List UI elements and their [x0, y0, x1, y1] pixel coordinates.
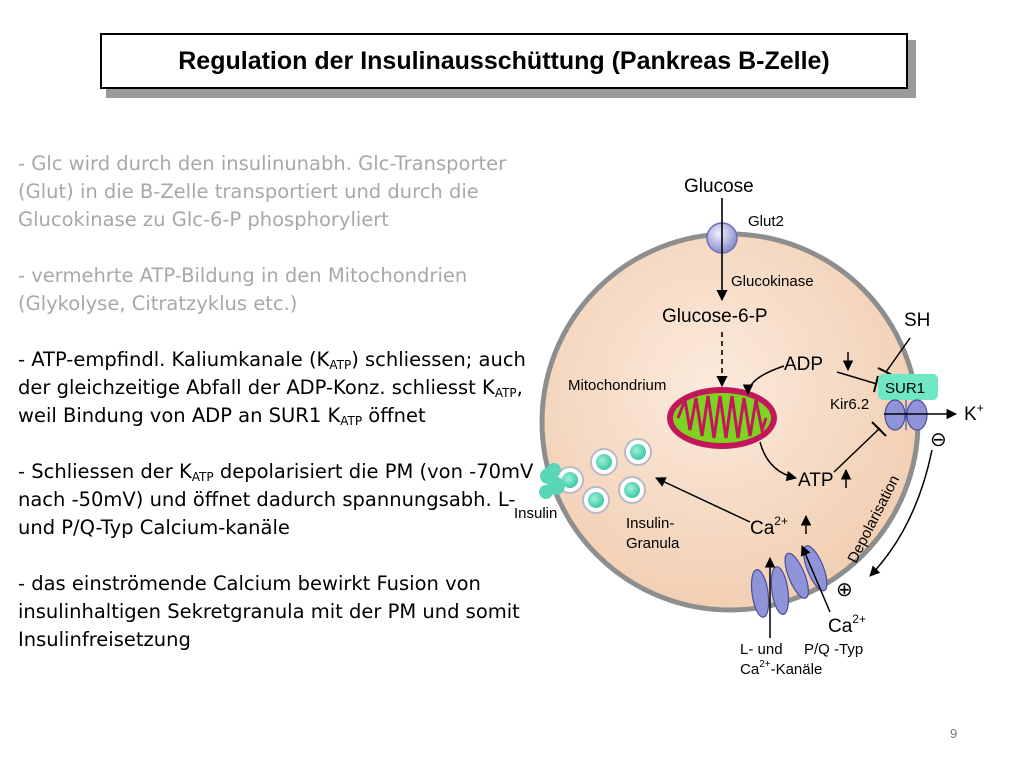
atp-label: ATP [798, 470, 834, 491]
bullet-list: - Glc wird durch den insulinunabh. Glc-T… [18, 150, 540, 682]
ca-inside-label: Ca2+ [750, 514, 788, 539]
adp-to-mito-arrow [742, 365, 785, 396]
glucose-label: Glucose [684, 176, 754, 197]
minus-symbol: ⊖ [930, 429, 947, 451]
glucose6p-label: Glucose-6-P [662, 306, 768, 327]
adp-to-sur1-line [836, 371, 878, 385]
insulin-granules [556, 438, 652, 514]
plus-symbol: ⊕ [836, 579, 853, 601]
channel-caption-line1b: P/Q -Typ [804, 641, 863, 658]
sh-line [885, 337, 911, 373]
insulin-granula-label-line1: Insulin- [626, 515, 674, 532]
mito-to-atp-arrow [759, 441, 798, 482]
title-box: Regulation der Insulinausschüttung (Pank… [100, 33, 908, 89]
mitochondrion [667, 387, 777, 449]
insulin-granula-label-line2: Granula [626, 535, 680, 552]
mitochondrium-label: Mitochondrium [568, 377, 666, 394]
sh-label: SH [904, 310, 930, 331]
beta-cell-diagram: Glucose Glut2 Glucokinase Glucose-6-P Mi… [514, 176, 984, 678]
insulin-release-blob [539, 463, 565, 499]
bullet-atp-formation: - vermehrte ATP-Bildung in den Mitochond… [18, 264, 468, 315]
adp-to-sur1-bar [873, 375, 879, 393]
atp-inhibition-bar [871, 421, 887, 437]
bullet-insulin-release: - das einströmende Calcium bewirkt Fusio… [18, 572, 520, 651]
k-plus-label: K+ [964, 401, 984, 425]
pq-type-ca-channel [784, 545, 828, 599]
bullet-katp-closing: - ATP-empfindl. Kaliumkanale (KATP) schl… [18, 348, 526, 428]
bullet-glucose-transport: - Glc wird durch den insulinunabh. Glc-T… [18, 152, 507, 231]
channel-caption-line1a: L- und [740, 641, 783, 658]
slide-title: Regulation der Insulinausschüttung (Pank… [178, 46, 830, 75]
katp-channel [884, 399, 928, 431]
sur1-box [878, 374, 938, 400]
insulin-label: Insulin [514, 505, 557, 522]
kir62-label: Kir6.2 [830, 396, 869, 413]
ca-influx-arrow-pq [800, 545, 831, 613]
l-type-ca-channel [750, 566, 790, 618]
bullet-depolarization: - Schliessen der KATP depolarisiert die … [18, 460, 534, 539]
depolarisation-arrow [869, 449, 933, 577]
ca-to-granula-arrow [655, 477, 751, 523]
glut2-label: Glut2 [748, 213, 784, 230]
glucokinase-label: Glucokinase [731, 273, 814, 290]
page-number: 9 [950, 726, 958, 741]
adp-label: ADP [784, 354, 823, 375]
sur1-label: SUR1 [885, 380, 925, 397]
channel-caption-line2: Ca2+-Kanäle [740, 659, 822, 678]
atp-inhibition-line [833, 427, 881, 473]
ca-outside-label: Ca2+ [828, 612, 866, 637]
